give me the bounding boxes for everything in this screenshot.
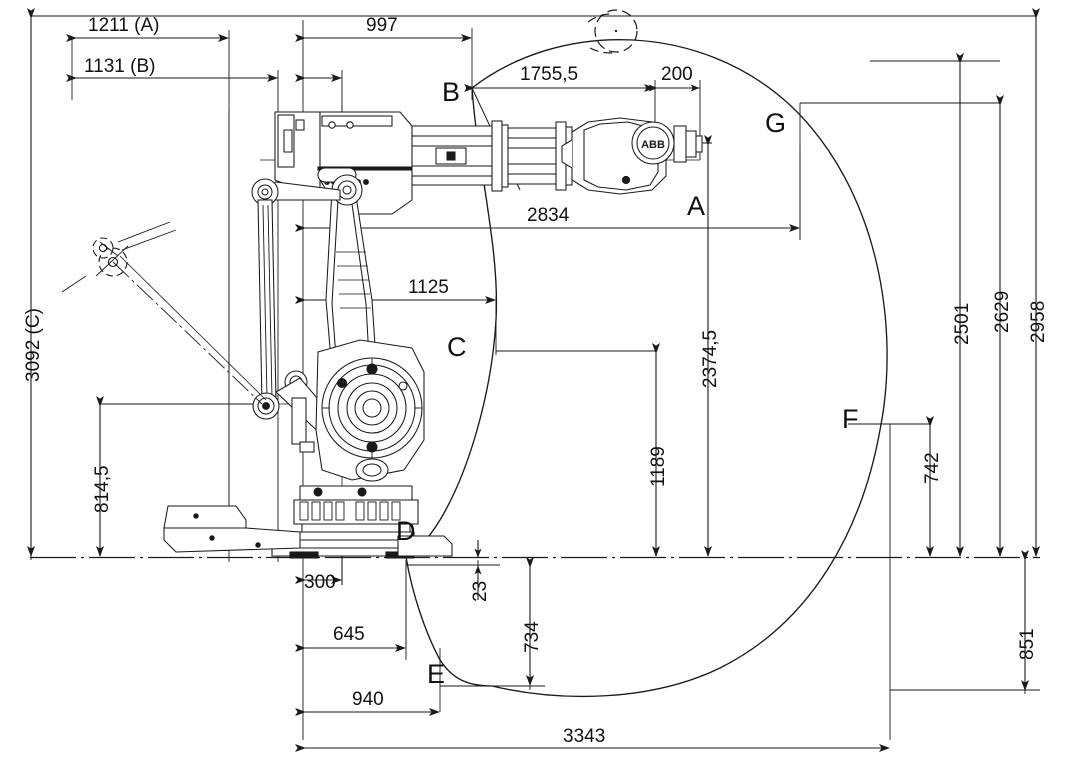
- dim-814-5: 814,5: [92, 465, 113, 513]
- dim-851: 851: [1017, 628, 1038, 660]
- robot-illustration: ABB: [163, 105, 703, 559]
- dim-1211a: 1211 (A): [88, 15, 160, 36]
- dimension-lines: [27, 8, 1040, 752]
- callout-d: D: [396, 516, 416, 546]
- dim-940: 940: [352, 689, 384, 710]
- dim-2958: 2958: [1028, 300, 1049, 343]
- dim-2834: 2834: [527, 205, 570, 226]
- robot-base: [163, 485, 453, 559]
- dim-1125: 1125: [408, 277, 449, 298]
- dim-1189: 1189: [648, 446, 669, 487]
- callout-f: F: [842, 404, 859, 434]
- tool-center-circle: [587, 9, 638, 54]
- dim-3343: 3343: [563, 726, 606, 747]
- dim-1755-5: 1755,5: [520, 64, 579, 85]
- dim-3092c: 3092 (C): [23, 308, 44, 382]
- dim-2629: 2629: [992, 290, 1013, 333]
- callout-b: B: [442, 77, 461, 107]
- axis-rotation-indicator: [61, 221, 267, 405]
- robot-shoulder-housing: [315, 339, 425, 482]
- dim-2374-5: 2374,5: [700, 329, 721, 388]
- svg-text:ABB: ABB: [641, 139, 665, 151]
- dim-200: 200: [661, 64, 693, 85]
- callout-a: A: [687, 191, 706, 221]
- dim-734: 734: [522, 621, 543, 653]
- callout-e: E: [427, 659, 446, 689]
- callout-c: C: [447, 332, 467, 362]
- callout-g: G: [765, 108, 787, 138]
- dim-742: 742: [922, 452, 943, 484]
- dim-645: 645: [333, 624, 365, 645]
- dim-23: 23: [470, 580, 491, 602]
- working-range-envelope: [405, 39, 888, 697]
- dim-300: 300: [304, 572, 336, 593]
- dim-997: 997: [366, 15, 398, 36]
- dim-2501: 2501: [952, 302, 973, 345]
- robot-upper-arm: [274, 111, 703, 215]
- abb-logo: ABB: [641, 139, 665, 151]
- dim-1131b: 1131 (B): [84, 56, 156, 77]
